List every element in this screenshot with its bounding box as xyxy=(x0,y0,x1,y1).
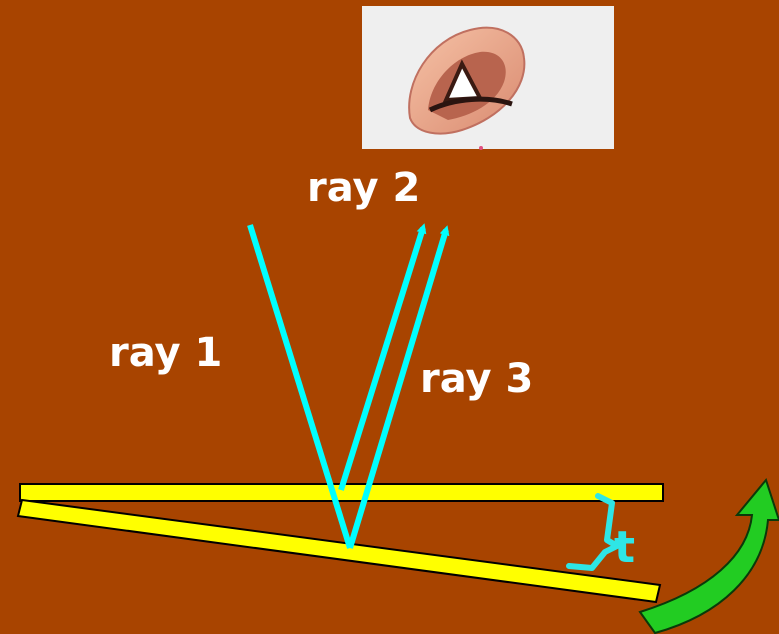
bottom-glass-plate xyxy=(16,498,662,604)
ray-3-label: ray 3 xyxy=(420,356,534,402)
ray-1-label: ray 1 xyxy=(109,330,223,376)
ray-2-reflected xyxy=(338,223,427,491)
ray-2-label: ray 2 xyxy=(307,165,421,211)
ray-3-reflected xyxy=(347,225,450,549)
ray-1-incident xyxy=(247,224,353,549)
thickness-brace xyxy=(566,493,620,571)
thickness-label: t xyxy=(614,522,636,573)
curved-arrow-icon xyxy=(638,477,779,634)
eye-icon xyxy=(362,6,614,150)
